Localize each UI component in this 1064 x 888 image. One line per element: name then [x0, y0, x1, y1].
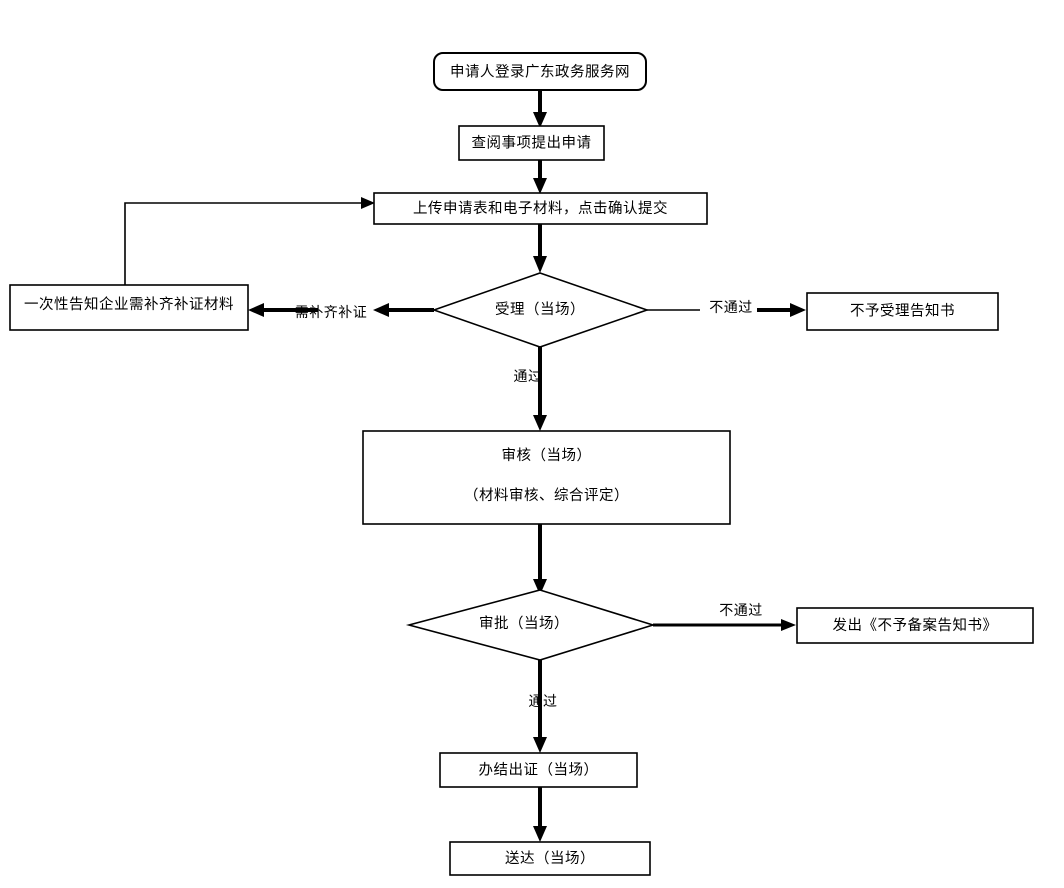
- node-reject-accept-notice-label: 不予受理告知书: [850, 303, 955, 320]
- node-view-apply[interactable]: 查阅事项提出申请: [458, 125, 605, 161]
- node-accept-label: 受理（当场）: [495, 301, 585, 318]
- node-supplement-notice-label: 一次性告知企业需补齐补证材料: [24, 295, 234, 313]
- node-login-label: 申请人登录广东政务服务网: [450, 64, 630, 81]
- edge-label-approve-fail: 不通过: [719, 603, 763, 619]
- node-view-apply-shape: [458, 125, 605, 161]
- node-reject-record-notice[interactable]: 发出《不予备案告知书》: [796, 607, 1034, 644]
- node-login-shape: [433, 52, 647, 91]
- node-issue-cert[interactable]: 办结出证（当场）: [439, 752, 638, 788]
- node-approve[interactable]: 审批（当场）: [405, 589, 656, 661]
- node-reject-record-notice-shape: [796, 607, 1034, 644]
- connector-login-to-view-apply: [533, 90, 547, 128]
- edge-label-accept-fail: 不通过: [709, 300, 753, 316]
- node-reject-accept-notice[interactable]: 不予受理告知书: [806, 292, 999, 331]
- node-review[interactable]: 审核（当场） （材料审核、综合评定）: [362, 430, 731, 525]
- node-review-label-secondary: （材料审核、综合评定）: [464, 487, 629, 504]
- node-approve-shape: [405, 589, 656, 661]
- node-supplement-notice-shape: [9, 284, 249, 331]
- edge-label-approve-pass: 通过: [529, 694, 558, 710]
- node-deliver-shape: [449, 841, 651, 876]
- node-view-apply-label: 查阅事项提出申请: [472, 135, 592, 152]
- node-upload[interactable]: 上传申请表和电子材料，点击确认提交: [373, 192, 708, 225]
- node-login[interactable]: 申请人登录广东政务服务网: [433, 52, 647, 91]
- node-supplement-notice[interactable]: 一次性告知企业需补齐补证材料: [9, 284, 249, 331]
- node-approve-label: 审批（当场）: [479, 615, 569, 632]
- connector-view-apply-to-upload: [533, 160, 547, 194]
- edge-label-accept-pass: 通过: [514, 369, 543, 385]
- connector-supplement-feedback-to-upload: [124, 197, 375, 285]
- node-review-shape: [362, 430, 731, 525]
- node-review-label-primary: 审核（当场）: [502, 447, 592, 464]
- connector-approve-to-issue-cert: [533, 660, 547, 753]
- node-deliver[interactable]: 送达（当场）: [449, 841, 651, 876]
- node-issue-cert-shape: [439, 752, 638, 788]
- node-upload-label: 上传申请表和电子材料，点击确认提交: [413, 199, 668, 217]
- connector-upload-to-accept: [533, 224, 547, 273]
- connector-accept-to-supplement: [248, 303, 434, 317]
- node-accept-shape: [431, 272, 650, 348]
- node-deliver-label: 送达（当场）: [505, 850, 595, 867]
- connector-approve-to-reject-record: [653, 619, 796, 631]
- node-upload-shape: [373, 192, 708, 225]
- connector-review-to-approve: [533, 524, 547, 595]
- connector-accept-to-reject-notice: [647, 303, 806, 317]
- edge-label-accept-supplement: 需补齐补证: [295, 305, 368, 321]
- node-reject-accept-notice-shape: [806, 292, 999, 331]
- node-issue-cert-label: 办结出证（当场）: [479, 762, 599, 779]
- node-reject-record-notice-label: 发出《不予备案告知书》: [833, 616, 998, 634]
- node-accept[interactable]: 受理（当场）: [431, 272, 650, 348]
- connector-accept-to-review: [533, 347, 547, 431]
- connector-issue-cert-to-deliver: [533, 787, 547, 842]
